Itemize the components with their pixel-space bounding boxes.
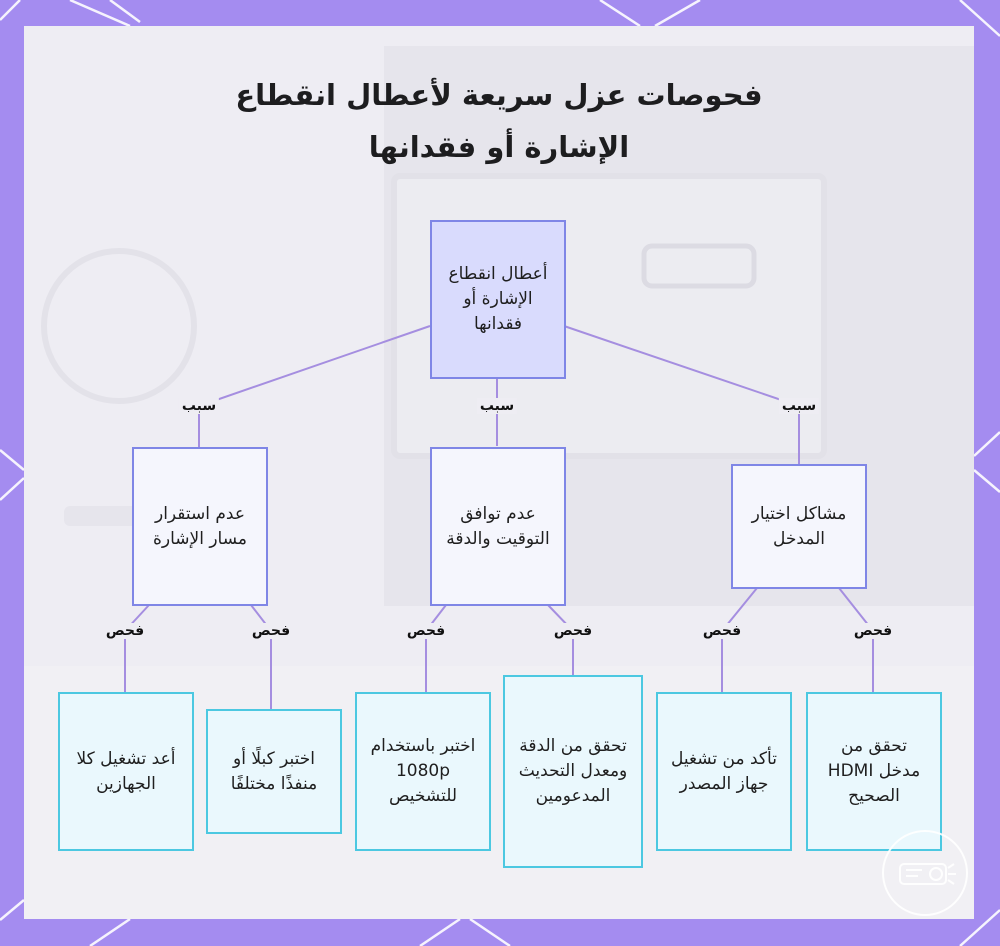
root-node: أعطال انقطاع الإشارة أو فقدانها [430,220,566,379]
check-node-label: تحقق من الدقة ومعدل التحديث المدعومين [515,734,631,809]
cause-node-signal-path: عدم استقرار مسار الإشارة [132,447,268,606]
cause-node-label: مشاكل اختيار المدخل [743,502,855,552]
edge-label-check-5: فحص [249,623,293,639]
check-node-label: تأكد من تشغيل جهاز المصدر [668,747,780,797]
edge-label-cause-3: سبب [179,398,219,414]
connector-cause3-check-1 [251,605,271,710]
edge-label-check-6: فحص [103,623,147,639]
connector-cause1-check-2 [722,588,757,693]
edge-label-check-2: فحص [700,623,744,639]
check-node-label: اختبر باستخدام 1080p للتشخيص [367,734,479,809]
check-node-label: أعد تشغيل كلا الجهازين [70,747,182,797]
connector-root-to-cause-1 [564,326,799,465]
connector-root-to-cause-3 [199,326,430,448]
cause-node-label: عدم استقرار مسار الإشارة [144,502,256,552]
root-node-label: أعطال انقطاع الإشارة أو فقدانها [442,262,554,337]
edge-label-check-4: فحص [404,623,448,639]
connector-cause3-check-2 [125,605,149,693]
check-node-label: تحقق من مدخل HDMI الصحيح [818,734,930,809]
cause-node-timing-resolution: عدم توافق التوقيت والدقة [430,447,566,606]
connector-cause2-check-2 [426,605,446,693]
check-node-label: اختبر كبلًا أو منفذًا مختلفًا [218,747,330,797]
projector-logo-icon [880,828,970,918]
check-node-source-powered: تأكد من تشغيل جهاز المصدر [656,692,792,851]
check-node-test-1080p: اختبر باستخدام 1080p للتشخيص [355,692,491,851]
cause-node-input-selection: مشاكل اختيار المدخل [731,464,867,589]
edge-label-check-3: فحص [551,623,595,639]
check-node-cable-port: اختبر كبلًا أو منفذًا مختلفًا [206,709,342,834]
cause-node-label: عدم توافق التوقيت والدقة [442,502,554,552]
connector-cause2-check-1 [548,605,573,676]
check-node-resolution-refresh: تحقق من الدقة ومعدل التحديث المدعومين [503,675,643,868]
edge-label-cause-2: سبب [477,398,517,414]
diagram-panel: فحوصات عزل سريعة لأعطال انقطاع الإشارة أ… [24,26,974,919]
check-node-restart-devices: أعد تشغيل كلا الجهازين [58,692,194,851]
connector-cause1-check-1 [839,588,873,693]
edge-label-cause-1: سبب [779,398,819,414]
edge-label-check-1: فحص [851,623,895,639]
